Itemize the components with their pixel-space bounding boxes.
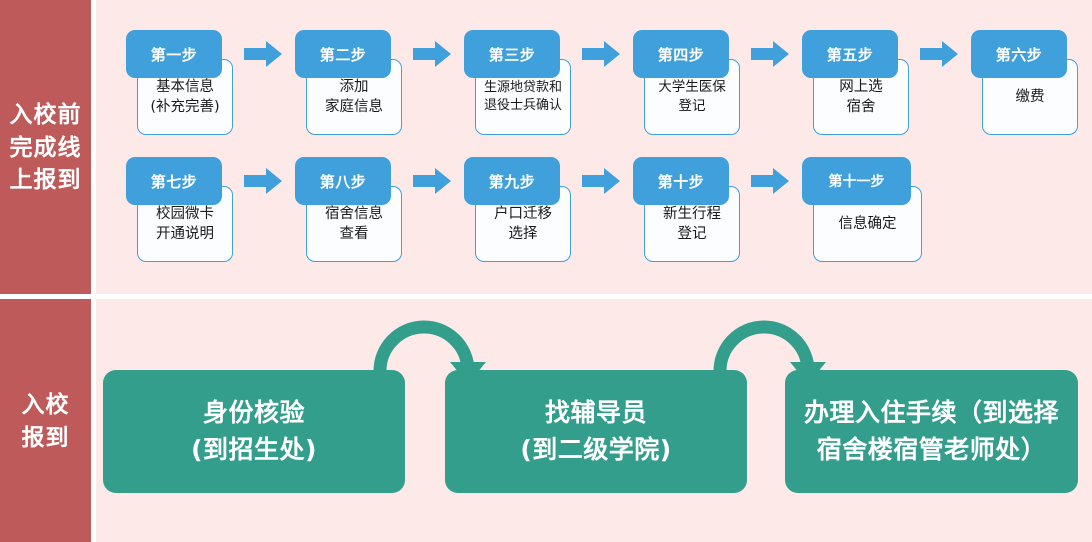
arrival-panel: 身份核验 (到招生处) 找辅导员 (到二级学院) 办理入住手续（到选择 宿舍楼宿… [96, 299, 1092, 542]
step-card-6-head: 第六步 [971, 30, 1067, 78]
step-card-10-head: 第十步 [633, 157, 729, 205]
step-card-9[interactable]: 户口迁移 选择 第九步 [464, 157, 571, 262]
step-card-9-head: 第九步 [464, 157, 560, 205]
arrow-right-icon [244, 41, 282, 67]
arrow-right-icon [751, 168, 789, 194]
pre-arrival-panel: 基本信息 (补充完善) 第一步 添加 家庭信息 第二步 生源地贷款和 退役士兵确… [96, 0, 1092, 294]
step-card-1-head: 第一步 [126, 30, 222, 78]
arrow-arc-down-icon [712, 304, 826, 384]
step-card-3-head: 第三步 [464, 30, 560, 78]
arrow-right-icon [582, 168, 620, 194]
step-card-7-head: 第七步 [126, 157, 222, 205]
arrow-right-icon [413, 168, 451, 194]
step-card-4[interactable]: 大学生医保 登记 第四步 [633, 30, 740, 135]
step-card-7[interactable]: 校园微卡 开通说明 第七步 [126, 157, 233, 262]
arrow-right-icon [244, 168, 282, 194]
arrow-right-icon [751, 41, 789, 67]
step-card-8-head: 第八步 [295, 157, 391, 205]
arrival-box-identity-verification[interactable]: 身份核验 (到招生处) [103, 370, 405, 493]
sidebar-section-pre-arrival: 入校前 完成线 上报到 [0, 0, 91, 294]
step-card-5-head: 第五步 [802, 30, 898, 78]
step-card-11-head: 第十一步 [802, 157, 911, 205]
arrow-right-icon [413, 41, 451, 67]
arrow-right-icon [920, 41, 958, 67]
arrival-box-identity-verification-label: 身份核验 (到招生处) [191, 398, 317, 464]
arrival-box-checkin-procedure[interactable]: 办理入住手续（到选择 宿舍楼宿管老师处） [785, 370, 1078, 493]
step-card-1[interactable]: 基本信息 (补充完善) 第一步 [126, 30, 233, 135]
sidebar-section-pre-arrival-label: 入校前 完成线 上报到 [9, 101, 82, 193]
step-card-2-head: 第二步 [295, 30, 391, 78]
step-card-4-head: 第四步 [633, 30, 729, 78]
step-card-10[interactable]: 新生行程 登记 第十步 [633, 157, 740, 262]
step-card-3[interactable]: 生源地贷款和 退役士兵确认 第三步 [464, 30, 571, 135]
step-card-5[interactable]: 网上选 宿舍 第五步 [802, 30, 909, 135]
step-card-11[interactable]: 信息确定 第十一步 [802, 157, 922, 262]
sidebar-section-arrival-label: 入校 报到 [21, 390, 70, 450]
arrival-box-checkin-procedure-label: 办理入住手续（到选择 宿舍楼宿管老师处） [803, 398, 1059, 464]
arrival-box-find-counselor-label: 找辅导员 (到二级学院) [520, 398, 672, 464]
step-card-6[interactable]: 缴费 第六步 [971, 30, 1078, 135]
sidebar-section-arrival: 入校 报到 [0, 299, 91, 542]
step-card-2[interactable]: 添加 家庭信息 第二步 [295, 30, 402, 135]
arrow-right-icon [582, 41, 620, 67]
arrival-box-find-counselor[interactable]: 找辅导员 (到二级学院) [445, 370, 747, 493]
step-card-8[interactable]: 宿舍信息 查看 第八步 [295, 157, 402, 262]
arrow-arc-down-icon [372, 304, 486, 384]
